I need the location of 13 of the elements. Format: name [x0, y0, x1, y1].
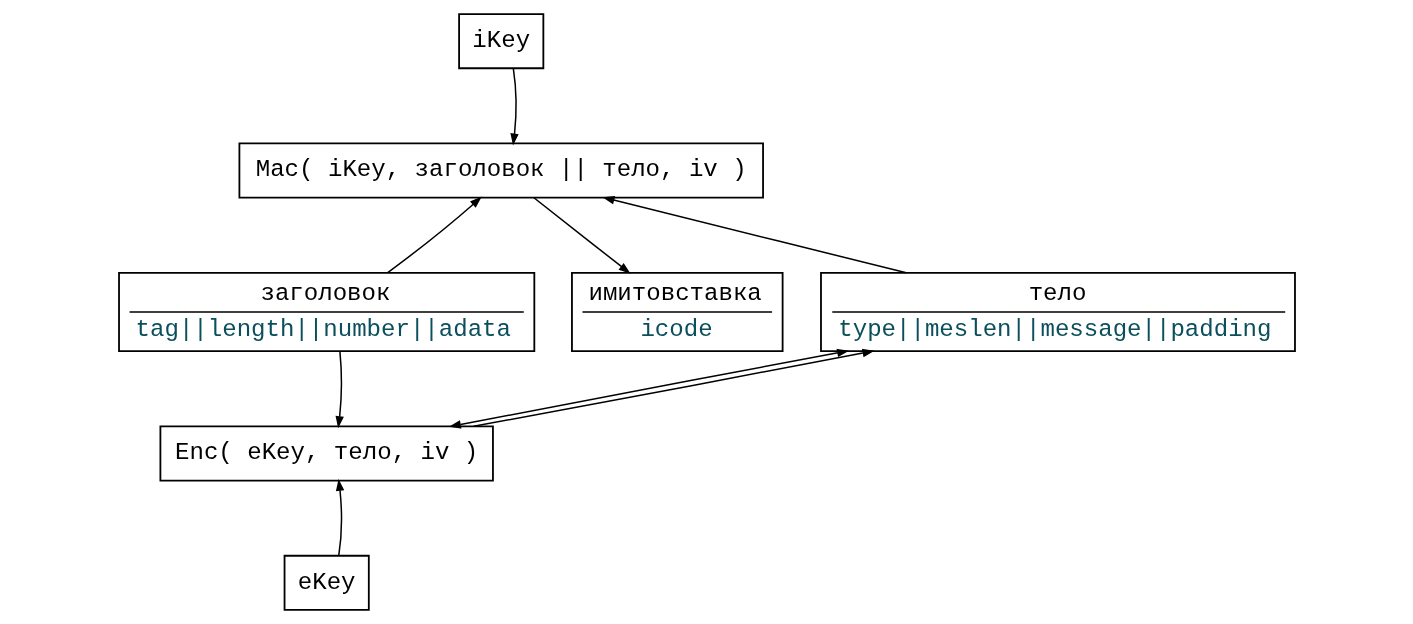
node-box: тело type||meslen||message||padding [819, 271, 1296, 353]
node-box: eKey [283, 554, 370, 611]
arrow [335, 350, 344, 429]
arrow [386, 196, 482, 274]
arrow [509, 68, 519, 146]
arrow [335, 478, 344, 557]
node-box: Enc( eKey, тело, iv ) [159, 425, 494, 482]
node-box: iKey [457, 13, 544, 70]
arrow [601, 196, 907, 274]
node-box: заголовок tag||length||number||adata [117, 271, 535, 353]
node-box: имитовставка icode [570, 271, 783, 353]
node-box: Mac( iKey, заголовок || тело, iv ) [238, 142, 764, 199]
arrow [532, 197, 631, 274]
